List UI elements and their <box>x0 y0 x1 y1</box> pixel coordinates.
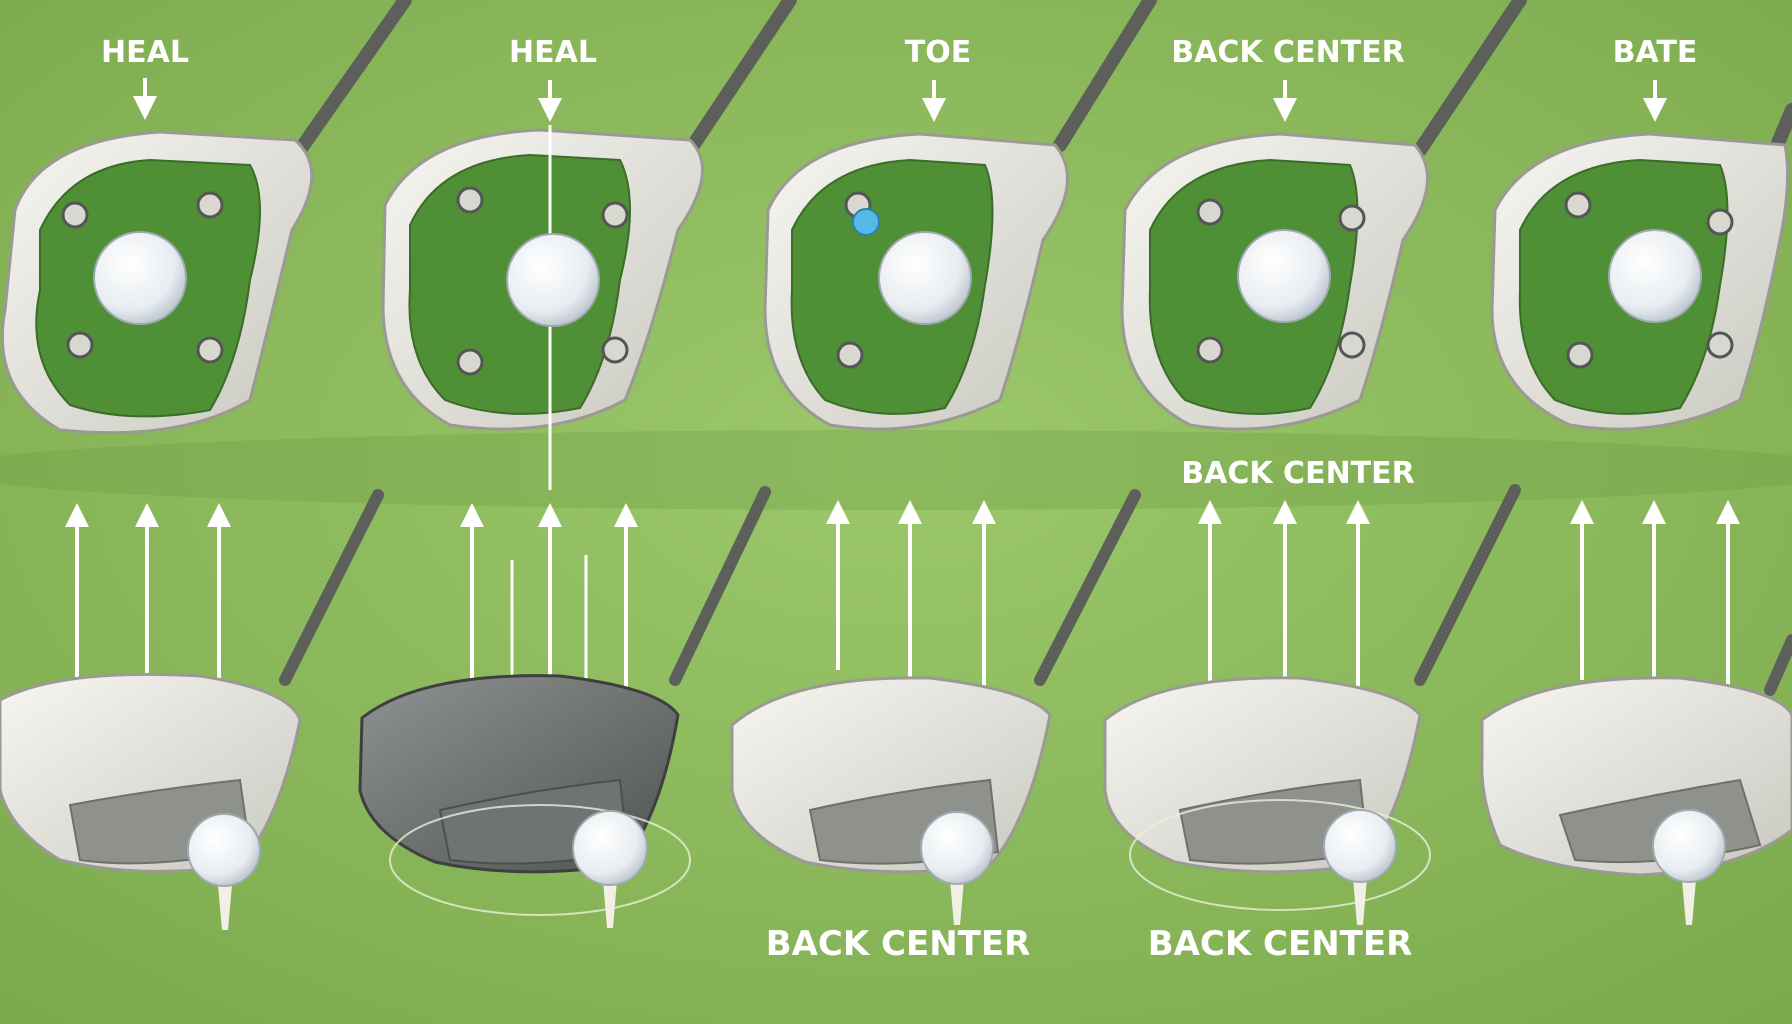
driver-club-icon <box>0 130 314 435</box>
golf-tee-icon <box>218 885 232 930</box>
golf-ball-icon <box>1237 229 1331 323</box>
weight-port <box>61 201 89 229</box>
club-shaft <box>669 486 771 686</box>
weight-port <box>1706 208 1734 236</box>
club-shaft <box>683 0 797 157</box>
driver-club-icon <box>1120 132 1429 431</box>
driver-club-icon <box>1480 676 1792 877</box>
club-shaft <box>1413 0 1527 157</box>
driver-club-icon <box>763 132 1069 431</box>
weight-port <box>1564 191 1592 219</box>
golf-ball-icon <box>187 813 261 887</box>
golf-ball-icon <box>572 810 648 886</box>
weight-port <box>601 201 629 229</box>
weight-port <box>456 186 484 214</box>
weight-port <box>456 348 484 376</box>
weight-port-blue <box>852 208 880 236</box>
weight-port <box>1706 331 1734 359</box>
panel-4: BACK CENTER BACK CENTER BACK CENTER <box>1103 0 1527 964</box>
top-label: BATE <box>1613 35 1698 70</box>
weight-port <box>1196 336 1224 364</box>
panel-3: TOE BACK CENTER <box>730 0 1157 964</box>
panel-1: HEAL <box>0 0 412 930</box>
golf-tee-icon <box>603 880 617 928</box>
golf-ball-icon <box>1608 229 1702 323</box>
driver-club-icon <box>1490 132 1790 431</box>
top-label: HEAL <box>509 35 597 70</box>
weight-port <box>66 331 94 359</box>
golf-tee-icon <box>1353 878 1367 925</box>
bottom-label: BACK CENTER <box>766 924 1031 964</box>
golf-tee-icon <box>1682 880 1696 925</box>
golf-ball-icon <box>1323 809 1397 883</box>
weight-port <box>836 341 864 369</box>
weight-port <box>1566 341 1594 369</box>
golf-ball-icon <box>506 233 600 327</box>
sole-label: BACK CENTER <box>1181 456 1414 491</box>
top-label: HEAL <box>101 35 189 70</box>
panel-2: HEAL <box>358 0 797 928</box>
club-shaft <box>1053 0 1157 152</box>
top-label: BACK CENTER <box>1171 35 1404 70</box>
panel-5: BATE <box>1480 35 1792 925</box>
club-shaft <box>293 0 412 157</box>
club-shaft <box>1414 484 1521 686</box>
top-label: TOE <box>905 35 971 70</box>
golf-ball-icon <box>878 231 972 325</box>
weight-port <box>196 191 224 219</box>
weight-port <box>601 336 629 364</box>
weight-port <box>196 336 224 364</box>
turf-shadow-band <box>0 430 1792 510</box>
bottom-label: BACK CENTER <box>1148 924 1413 964</box>
driver-club-icon <box>730 676 1052 874</box>
golf-ball-icon <box>93 231 187 325</box>
ball-target-ring <box>1129 799 1431 911</box>
weight-port <box>1338 204 1366 232</box>
golf-ball-icon <box>1652 809 1726 883</box>
weight-port <box>1196 198 1224 226</box>
club-shaft <box>1764 634 1792 696</box>
driver-club-icon <box>381 125 704 490</box>
weight-port <box>1338 331 1366 359</box>
ball-target-ring <box>389 804 691 916</box>
club-shaft <box>1034 489 1141 686</box>
club-shaft <box>279 489 384 686</box>
golf-tee-icon <box>950 880 964 925</box>
golf-ball-icon <box>920 811 994 885</box>
